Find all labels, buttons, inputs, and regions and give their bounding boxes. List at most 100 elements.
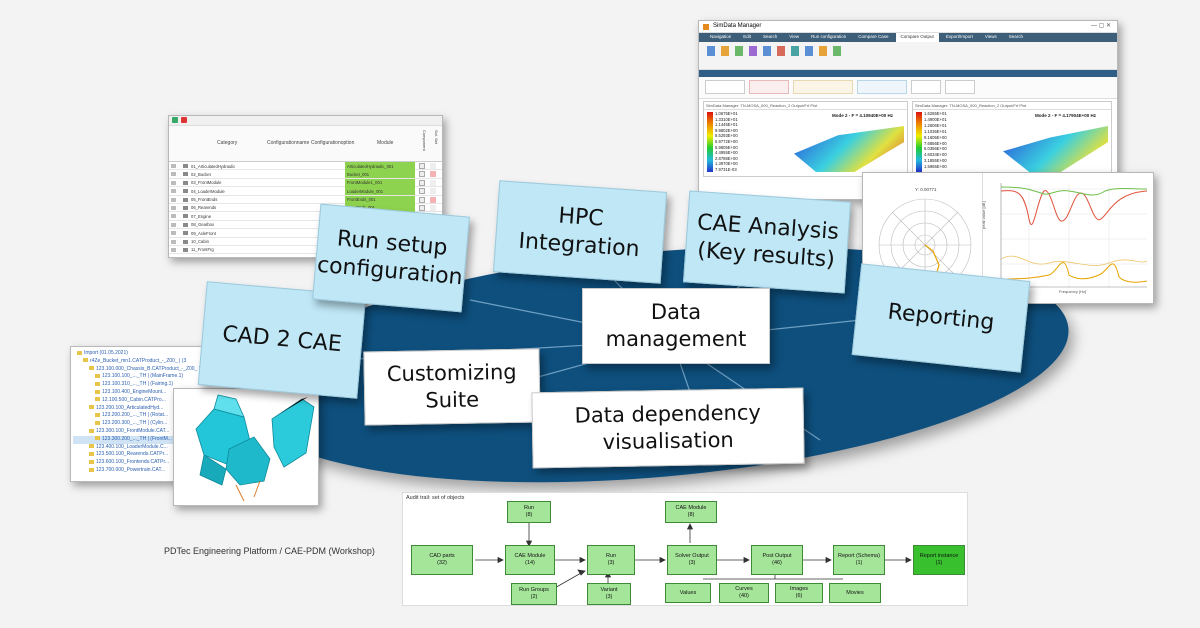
tree-item[interactable]: 123.100.400_EngineMount... [73,389,247,397]
topic-data-dependency[interactable]: Data dependency visualisation [531,387,805,469]
menu-tab[interactable]: Export/Import [945,34,973,39]
menu-tab[interactable]: Search [763,34,778,39]
tree-item[interactable]: r4Ze_Bucket_mn1.CATProduct_-_Z00_ | (3 [73,358,247,366]
row-module[interactable]: FrontModule1_001 [345,178,415,187]
ribbon-icon[interactable] [721,46,729,56]
audit-box-values[interactable]: Values [665,583,711,603]
tree-item[interactable]: 123.200.200_..._TH | (Rotat... [73,412,247,420]
folder-icon [95,389,100,394]
tree-item-label: r4Ze_Bucket_mn1.CATProduct_-_Z00_ | (3 [90,357,187,364]
audit-box-movies[interactable]: Movies [829,583,881,603]
polar-title: Y: 0.00771 [915,187,937,192]
row-category: 09_AxleFront [191,230,216,236]
audit-box-run-groups[interactable]: Run Groups(2) [511,583,557,605]
tree-item[interactable]: 12.100.500_Cabin.CATPro... [73,397,247,405]
row-checkbox[interactable] [419,204,425,211]
topic-data-management[interactable]: Data management [582,288,770,364]
audit-box-run-top[interactable]: Run(8) [507,501,551,523]
row-checkbox[interactable] [419,179,425,186]
audit-box-run[interactable]: Run(3) [587,545,635,575]
folder-icon [89,444,94,449]
row-icon [183,164,188,168]
window-controls[interactable]: — ▢ ✕ [1090,23,1111,29]
menu-tab[interactable]: Search [1008,34,1024,39]
filter-field[interactable] [857,80,907,94]
audit-box-post-output[interactable]: Post Output(46) [751,545,803,575]
ribbon-icon[interactable] [819,46,827,56]
tree-item[interactable]: 123.200.100_ArticulatedHyd... [73,405,247,413]
menu-tab[interactable]: Run configuration [810,34,847,39]
row-category: 03_FrontModule [191,180,222,186]
filter-field[interactable] [911,80,941,94]
topic-hpc[interactable]: HPC Integration [492,180,668,284]
tree-item[interactable]: Import (01.05.2021) [73,350,247,358]
simdata-ribbon [699,42,1117,70]
filter-field[interactable] [793,80,853,94]
row-checkbox[interactable] [419,196,425,203]
menu-tab[interactable]: Navigation [710,34,732,39]
ribbon-icon[interactable] [763,46,771,56]
row-module[interactable]: FrontEnds_001 [345,195,415,204]
table-row[interactable]: 03_FrontModule FrontModule1_001 [169,178,442,188]
audit-box-images[interactable]: Images(6) [775,583,823,603]
audit-box-cad-parts[interactable]: CAD parts(32) [411,545,473,575]
ribbon-icon[interactable] [749,46,757,56]
audit-box-curves[interactable]: Curves(40) [719,583,769,603]
platform-caption: PDTec Engineering Platform / CAE-PDM (Wo… [164,546,375,556]
menu-tab[interactable]: Views [984,34,997,39]
tree-item[interactable]: 123.200.300_..._TH | (Cylin... [73,420,247,428]
ribbon-icon[interactable] [735,46,743,56]
topic-reporting[interactable]: Reporting [851,263,1031,373]
delete-icon[interactable] [181,117,187,123]
simdata-result-panels: SimData Manager: TN-MOSA_000_Reaction_2 … [699,99,1117,179]
legend-value: 9.1605E+00 [924,134,947,140]
tree-item[interactable]: 123.100.310_..._TH | (Fairing.1) [73,381,247,389]
audit-title: Audit trail: set of objects [406,495,465,501]
topic-run-setup[interactable]: Run setup configuration [312,203,470,313]
tree-item[interactable]: 123.600.100_Frontends.CATPr... [73,459,247,467]
filter-field[interactable] [705,80,745,94]
filter-field[interactable] [945,80,975,94]
audit-box-solver-output[interactable]: Solver Output(3) [667,545,717,575]
tree-item[interactable]: 123.300.200_..._TH | (FrontM... [73,435,247,444]
filter-field[interactable] [749,80,789,94]
audit-box-report-instance[interactable]: Report instance(1) [913,545,965,575]
row-module[interactable]: ArticulatedHydraulic_001 [345,162,415,170]
tree-item[interactable]: 123.300.100_FrontModule.CAT... [73,428,247,436]
row-checkbox[interactable] [419,188,425,195]
ribbon-icon[interactable] [777,46,785,56]
tree-item[interactable]: 123.100.100_..._TH | (MainFrame.1) [73,373,247,381]
audit-box-report-schema[interactable]: Report (Schema)(1) [833,545,885,575]
legend-value: 1.6265E+01 [924,111,947,116]
audit-box-variant[interactable]: Variant(3) [587,583,631,605]
audit-box-cae-module[interactable]: CAE Module(14) [505,545,555,575]
tree-item[interactable]: 123.500.100_Rearends.CATPr... [73,451,247,459]
tree-item[interactable]: 123.700.000_Powertrain.CAT... [73,467,247,475]
row-module[interactable]: LoaderModule_001 [345,187,415,196]
menu-tab[interactable]: Compare Case [858,34,889,39]
menu-tab[interactable]: View [789,34,799,39]
topic-cae-analysis[interactable]: CAE Analysis (Key results) [682,190,852,294]
ribbon-icon[interactable] [833,46,841,56]
row-checkbox[interactable] [419,163,425,169]
menu-tab[interactable]: Edit [743,34,752,39]
ribbon-icon[interactable] [791,46,799,56]
ribbon-icon[interactable] [707,46,715,56]
legend-value: 1.5965E+00 [924,164,947,170]
row-module[interactable]: Bucket_001 [345,170,415,179]
tree-item[interactable]: 123.100.000_Chassis_B.CATProduct_-_Z00_ … [73,366,247,374]
audit-box-cae-module-top[interactable]: CAE Module(8) [665,501,717,523]
topic-customizing-suite[interactable]: Customizing Suite [363,348,541,426]
tree-item[interactable]: 123.400.100_LoaderModule.C... [73,444,247,452]
row-checkbox[interactable] [419,171,425,178]
simdata-tabbar [699,70,1117,77]
legend-value: 7.6856E+00 [924,140,947,146]
toolbar-icon[interactable] [172,117,178,123]
menu-tab[interactable]: Compare Output [895,33,939,42]
ribbon-icon[interactable] [805,46,813,56]
